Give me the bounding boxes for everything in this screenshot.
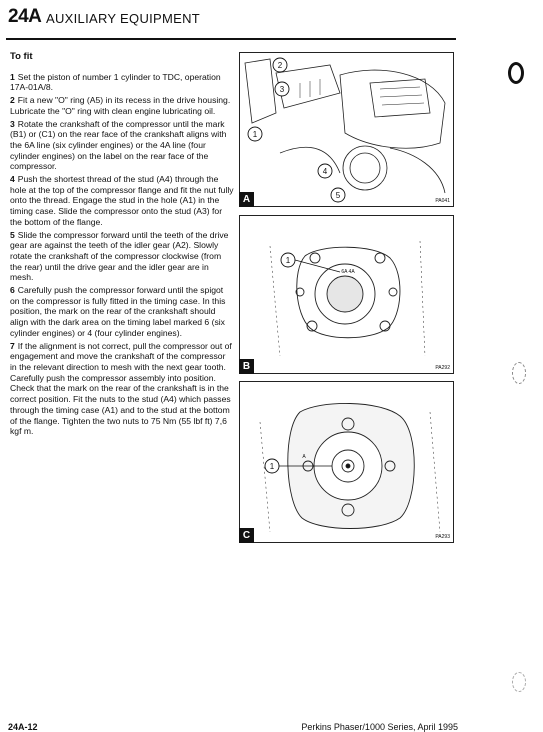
page-number: 24A-12 [8,722,38,732]
figure-label: A [239,192,254,207]
step-number: 7 [10,340,15,351]
step-number: 1 [10,71,15,82]
procedure-heading: To fit [10,51,33,62]
step-text: Fit a new "O" ring (A5) in its recess in… [10,95,231,116]
callout-a3: 3 [280,85,285,94]
step-text: Push the shortest thread of the stud (A4… [10,174,234,227]
header-rule [6,38,456,40]
callout-a2: 2 [278,61,283,70]
figure-a: 2 3 1 4 5 A PA041 [239,52,454,207]
figure-reference: PA292 [435,365,450,371]
step-number: 5 [10,229,15,240]
figure-reference: PA041 [435,198,450,204]
callout-a1: 1 [253,130,258,139]
step-number: 4 [10,174,15,185]
step-number: 6 [10,285,15,296]
page-header: 24A AUXILIARY EQUIPMENT [8,6,478,36]
callout-a5: 5 [336,191,341,200]
step-number: 2 [10,95,15,106]
binder-hole [508,62,524,84]
figure-label: C [239,528,254,543]
figure-c-drawing: A 1 [259,403,441,533]
publication-title: Perkins Phaser/1000 Series, April 1995 [301,722,458,732]
step-number: 3 [10,118,15,129]
callout-a4: 4 [323,167,328,176]
section-number: 24A [8,6,42,27]
callout-b1: 1 [286,256,291,265]
callout-c1: 1 [270,462,275,471]
figure-b-drawing: 6A 4A 1 [269,240,426,357]
timing-label-text: A [302,454,306,460]
step-text: Slide the compressor forward until the t… [10,229,229,283]
figure-label: B [239,359,254,374]
step-text: Carefully push the compressor forward un… [10,285,226,338]
figure-reference: PA293 [435,534,450,540]
section-title: AUXILIARY EQUIPMENT [46,11,201,26]
figure-a-drawing: 2 3 1 4 5 [244,57,446,203]
timing-label-text: 6A 4A [341,269,355,275]
step-text: Rotate the crankshaft of the compressor … [10,118,227,172]
figure-c: A 1 C PA293 [239,381,454,543]
page-footer: 24A-12 Perkins Phaser/1000 Series, April… [8,716,458,732]
figure-b: 6A 4A 1 B PA292 [239,215,454,374]
binder-hole [512,672,526,692]
binder-hole [512,362,526,384]
step-text: If the alignment is not correct, pull th… [10,340,232,437]
step-text: Set the piston of number 1 cylinder to T… [10,71,221,93]
